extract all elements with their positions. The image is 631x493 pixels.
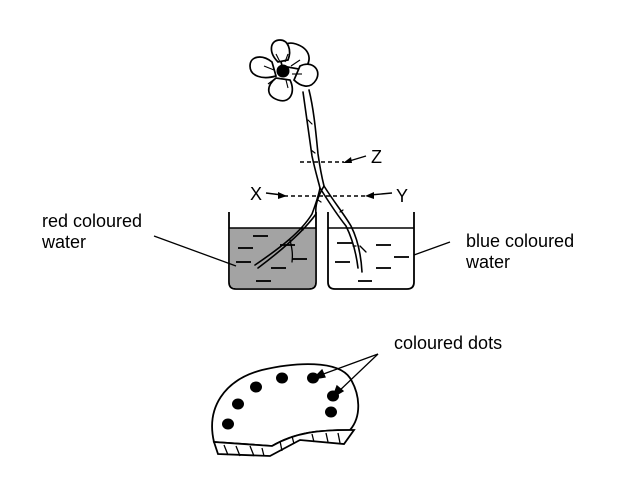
section-xy-line [265,192,393,199]
section-z-letter: Z [371,147,382,167]
blue-water-leader [413,241,451,256]
blue-water-label-line2: water [466,252,511,272]
red-water-leader [153,235,237,267]
blue-water-label-line1: blue coloured [466,231,575,251]
blue-water-dashes [335,242,409,282]
plant-stem [254,89,367,273]
flower-centre [276,64,290,78]
section-x-letter: X [250,184,263,204]
section-y-letter: Y [396,186,409,206]
blue-water-beaker [327,212,415,290]
dots-leaders [311,353,379,399]
flower [249,39,319,102]
red-water-beaker [228,212,317,290]
red-water-label-line2: water [42,232,87,252]
red-water [229,228,316,289]
section-z-line [300,155,367,163]
red-water-label-line1: red coloured [42,211,143,231]
stem-slice [211,363,360,457]
coloured-dots-label: coloured dots [394,333,503,353]
